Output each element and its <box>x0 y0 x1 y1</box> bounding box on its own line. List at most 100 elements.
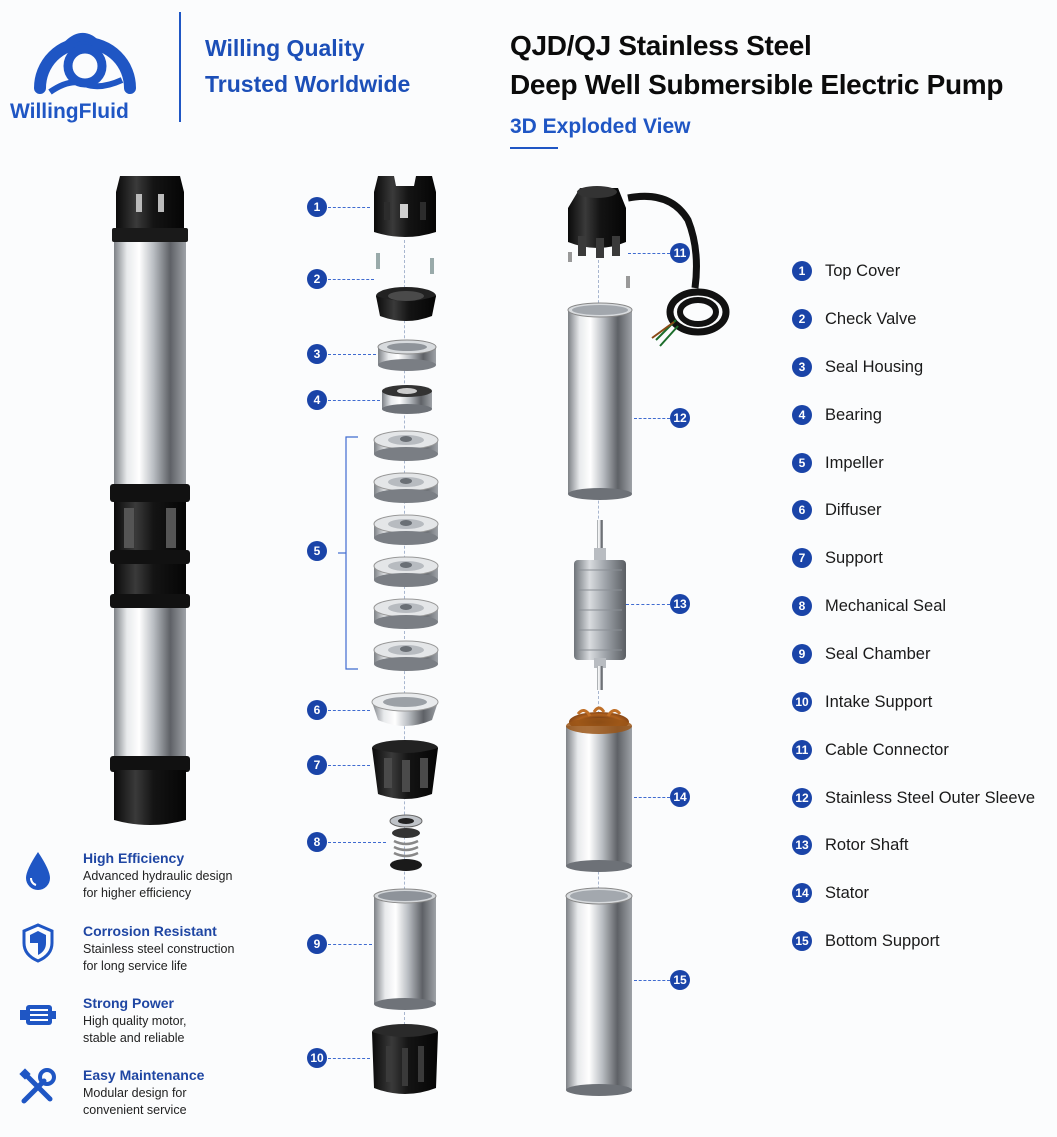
page-title-line1: QJD/QJ Stainless Steel <box>510 30 812 61</box>
legend-label: Diffuser <box>825 500 882 519</box>
impeller-group-bracket <box>338 436 362 670</box>
page-title-line2: Deep Well Submersible Electric Pump <box>510 69 1004 100</box>
feature-strong-power: Strong Power High quality motor, stable … <box>18 995 268 1047</box>
legend-item-6: 6 Diffuser <box>792 499 882 521</box>
shield-icon <box>18 923 58 963</box>
legend-badge: 15 <box>792 931 812 951</box>
legend-badge: 3 <box>792 357 812 377</box>
feature-title: High Efficiency <box>83 850 185 866</box>
feature-desc-line: for long service life <box>83 959 188 973</box>
legend-badge: 2 <box>792 309 812 329</box>
page-subtitle: 3D Exploded View <box>510 115 691 138</box>
legend-item-15: 15 Bottom Support <box>792 930 940 952</box>
legend-label: Rotor Shaft <box>825 835 909 854</box>
callout-5: 5 <box>307 541 327 561</box>
legend-item-9: 9 Seal Chamber <box>792 643 930 665</box>
part-check-valve <box>374 286 438 324</box>
part-rotor-shaft <box>568 520 632 690</box>
legend-item-14: 14 Stator <box>792 882 869 904</box>
callout-8: 8 <box>307 832 327 852</box>
part-cable-connector <box>560 180 740 360</box>
feature-desc: High quality motor, stable and reliable <box>83 1013 273 1047</box>
part-intake-support <box>370 1022 440 1098</box>
legend-item-7: 7 Support <box>792 547 883 569</box>
legend-badge: 12 <box>792 788 812 808</box>
legend-badge: 4 <box>792 405 812 425</box>
leader-line-8 <box>328 842 386 843</box>
legend-item-11: 11 Cable Connector <box>792 739 949 761</box>
callout-2: 2 <box>307 269 327 289</box>
leader-line-4 <box>328 400 380 401</box>
legend-label: Cable Connector <box>825 740 949 759</box>
callout-7: 7 <box>307 755 327 775</box>
leader-line-1 <box>328 207 370 208</box>
part-bearing <box>380 383 434 417</box>
feature-desc-line: convenient service <box>83 1103 187 1117</box>
part-support <box>370 738 440 802</box>
brand-name: WillingFluid <box>10 100 129 123</box>
legend-label: Stainless Steel Outer Sleeve <box>825 788 1036 807</box>
legend-item-3: 3 Seal Housing <box>792 356 923 378</box>
legend-item-8: 8 Mechanical Seal <box>792 595 946 617</box>
legend-label: Seal Housing <box>825 357 924 376</box>
legend-item-12: 12 Stainless Steel Outer Sleeve <box>792 787 1035 809</box>
part-top-cover <box>370 172 440 244</box>
part-seal-housing <box>376 339 438 373</box>
tagline-line1: Willing Quality <box>205 35 365 61</box>
tagline-line2: Trusted Worldwide <box>205 71 411 97</box>
legend-item-1: 1 Top Cover <box>792 260 900 282</box>
legend-badge: 7 <box>792 548 812 568</box>
legend-badge: 9 <box>792 644 812 664</box>
legend-item-5: 5 Impeller <box>792 452 884 474</box>
legend-badge: 14 <box>792 883 812 903</box>
part-seal-chamber <box>372 888 438 1012</box>
feature-desc-line: for higher efficiency <box>83 886 192 900</box>
feature-desc-line: Modular design for <box>83 1086 187 1100</box>
feature-desc-line: Stainless steel construction <box>83 942 235 956</box>
part-outer-sleeve <box>566 302 634 502</box>
legend-badge: 11 <box>792 740 812 760</box>
legend-label: Seal Chamber <box>825 644 931 663</box>
legend-badge: 6 <box>792 500 812 520</box>
leader-line-13 <box>626 604 670 605</box>
callout-4: 4 <box>307 390 327 410</box>
legend-item-2: 2 Check Valve <box>792 308 916 330</box>
legend-badge: 5 <box>792 453 812 473</box>
callout-1: 1 <box>307 197 327 217</box>
callout-13: 13 <box>670 594 690 614</box>
tools-icon <box>18 1067 58 1107</box>
callout-12: 12 <box>670 408 690 428</box>
assembled-pump-image <box>100 170 200 830</box>
feature-title: Strong Power <box>83 995 175 1011</box>
feature-title: Easy Maintenance <box>83 1067 205 1083</box>
legend-label: Impeller <box>825 453 884 472</box>
legend-item-10: 10 Intake Support <box>792 691 932 713</box>
leader-line-12 <box>634 418 670 419</box>
header-divider <box>179 12 181 122</box>
brand-logo <box>30 8 140 98</box>
feature-desc: Advanced hydraulic design for higher eff… <box>83 868 273 902</box>
leader-line-9 <box>328 944 372 945</box>
legend-label: Intake Support <box>825 692 933 711</box>
feature-desc-line: Advanced hydraulic design <box>83 869 233 883</box>
part-bottom-support <box>564 886 634 1098</box>
legend-label: Mechanical Seal <box>825 596 947 615</box>
leader-line-6 <box>328 710 370 711</box>
feature-desc-line: High quality motor, <box>83 1014 187 1028</box>
legend-item-4: 4 Bearing <box>792 404 882 426</box>
leader-line-14 <box>634 797 670 798</box>
motor-icon <box>18 995 58 1035</box>
callout-15: 15 <box>670 970 690 990</box>
callout-10: 10 <box>307 1048 327 1068</box>
legend-badge: 1 <box>792 261 812 281</box>
legend-badge: 13 <box>792 835 812 855</box>
feature-high-efficiency: High Efficiency Advanced hydraulic desig… <box>18 850 268 902</box>
feature-desc: Modular design for convenient service <box>83 1085 273 1119</box>
assembly-axis-line <box>404 240 405 1030</box>
feature-desc-line: stable and reliable <box>83 1031 185 1045</box>
legend-label: Stator <box>825 883 870 902</box>
leader-line-11 <box>628 253 670 254</box>
feature-desc: Stainless steel construction for long se… <box>83 941 273 975</box>
part-impeller-stack <box>372 428 440 684</box>
part-stator <box>564 704 634 874</box>
